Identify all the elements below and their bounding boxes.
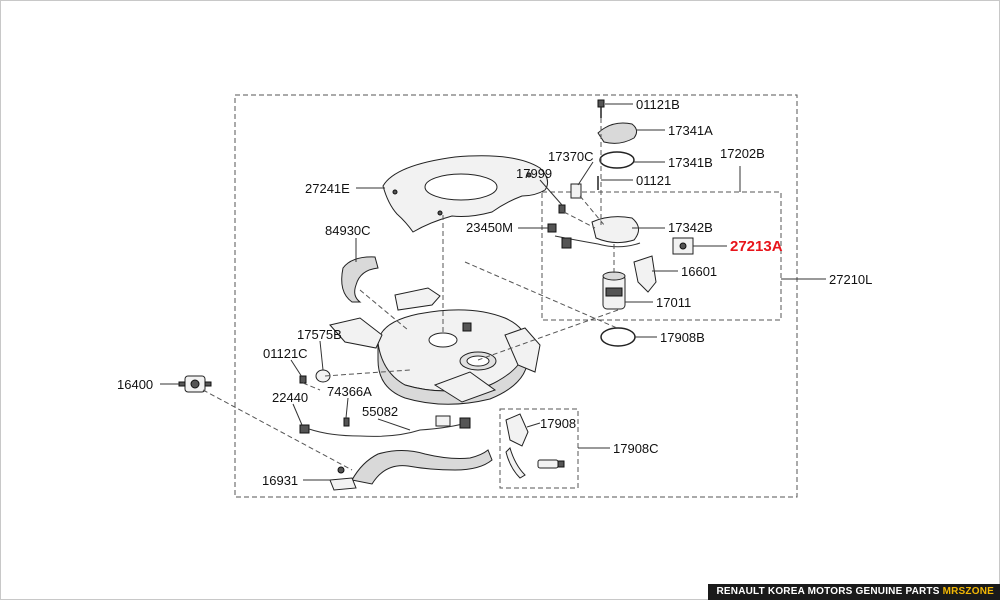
heat-shield-hole bbox=[424, 173, 498, 201]
part-label-17202B[interactable]: 17202B bbox=[720, 146, 765, 161]
harness-connector bbox=[561, 237, 572, 249]
part-label-17341A[interactable]: 17341A bbox=[668, 123, 713, 138]
part-label-01121C[interactable]: 01121C bbox=[263, 346, 308, 361]
fitting-17370C[interactable] bbox=[570, 183, 582, 199]
harness-connector bbox=[547, 223, 557, 233]
pump-gasket[interactable] bbox=[600, 327, 636, 347]
assembly-box-27210L bbox=[234, 94, 798, 498]
part-label-27213A-highlighted[interactable]: 27213A bbox=[730, 238, 783, 255]
leader-01121C bbox=[290, 359, 303, 378]
connector-55082 bbox=[459, 417, 471, 429]
screw-01121B[interactable] bbox=[597, 99, 605, 108]
grommet-74366A[interactable] bbox=[343, 417, 350, 427]
clip-17999[interactable] bbox=[558, 204, 566, 214]
guide-line bbox=[579, 195, 606, 227]
fuel-pump-top bbox=[602, 271, 626, 281]
tank-bracket-right bbox=[504, 327, 541, 373]
part-label-17908B[interactable]: 17908B bbox=[660, 330, 705, 345]
watermark-site: MRSZONE bbox=[942, 586, 994, 597]
guide-line bbox=[464, 261, 618, 329]
guide-line bbox=[302, 382, 321, 391]
part-label-27241E[interactable]: 27241E bbox=[305, 181, 350, 196]
heat-shield-rivet bbox=[526, 172, 532, 178]
part-label-17999[interactable]: 17999 bbox=[516, 166, 552, 181]
leader-17999 bbox=[539, 179, 563, 206]
sender-element bbox=[679, 242, 687, 250]
filler-hose[interactable] bbox=[351, 449, 493, 485]
part-label-17908[interactable]: 17908 bbox=[540, 416, 576, 431]
leader-17908 bbox=[526, 422, 541, 428]
tank-clip bbox=[462, 322, 472, 332]
part-label-74366A[interactable]: 74366A bbox=[327, 384, 372, 399]
guide-line bbox=[477, 309, 619, 361]
tank-sender-opening bbox=[428, 332, 458, 348]
leader-74366A bbox=[345, 397, 349, 419]
part-label-16601[interactable]: 16601 bbox=[681, 264, 717, 279]
connector-22440[interactable] bbox=[299, 424, 310, 434]
insulation-pad[interactable] bbox=[341, 256, 379, 303]
fuel-filter-outlet bbox=[204, 381, 212, 387]
heat-shield-rivet bbox=[392, 189, 398, 195]
pump-flange[interactable] bbox=[591, 216, 639, 244]
part-label-22440[interactable]: 22440 bbox=[272, 390, 308, 405]
part-label-16400[interactable]: 16400 bbox=[117, 377, 153, 392]
tank-pump-opening-inner bbox=[466, 355, 490, 367]
part-label-17908C[interactable]: 17908C bbox=[613, 441, 659, 456]
part-label-84930C[interactable]: 84930C bbox=[325, 223, 371, 238]
pump-cover[interactable] bbox=[597, 122, 638, 144]
hose-clip bbox=[337, 466, 345, 474]
guide-line bbox=[563, 211, 596, 229]
part-label-17342B[interactable]: 17342B bbox=[668, 220, 713, 235]
pump-bracket[interactable] bbox=[633, 255, 657, 293]
watermark-text: RENAULT KOREA MOTORS GENUINE PARTS bbox=[716, 586, 940, 597]
part-label-27210L[interactable]: 27210L bbox=[829, 272, 872, 287]
part-label-17011[interactable]: 17011 bbox=[656, 295, 691, 310]
valve-hose bbox=[505, 447, 526, 479]
guide-line bbox=[359, 289, 409, 331]
valve-tip bbox=[557, 460, 565, 468]
tank-bracket-upper bbox=[394, 287, 441, 311]
check-valve-body[interactable] bbox=[505, 413, 529, 447]
guide-line bbox=[202, 389, 353, 471]
part-label-16931[interactable]: 16931 bbox=[262, 473, 298, 488]
bolt-01121C[interactable] bbox=[299, 375, 307, 384]
part-label-23450M[interactable]: 23450M bbox=[466, 220, 513, 235]
part-label-01121B[interactable]: 01121B bbox=[636, 97, 680, 112]
wire-harness bbox=[308, 421, 471, 437]
tank-bracket-lower bbox=[433, 371, 497, 403]
part-label-55082[interactable]: 55082 bbox=[362, 404, 398, 419]
heat-shield-rivet bbox=[437, 210, 443, 216]
bracket-55082[interactable] bbox=[435, 415, 451, 427]
fuel-pump-band bbox=[605, 287, 623, 297]
part-label-01121[interactable]: 01121 bbox=[636, 173, 671, 188]
leader-22440 bbox=[292, 403, 303, 426]
part-label-17575B[interactable]: 17575B bbox=[297, 327, 342, 342]
part-label-17341B[interactable]: 17341B bbox=[668, 155, 713, 170]
leader-55082 bbox=[377, 418, 411, 431]
leader-17370C bbox=[577, 161, 594, 186]
filler-hose-end bbox=[329, 477, 357, 491]
fuel-filter-port bbox=[190, 379, 200, 389]
guide-line bbox=[324, 369, 411, 377]
leader-17575B bbox=[319, 340, 324, 371]
valve-17908[interactable] bbox=[537, 459, 559, 469]
assembly-box-17908C bbox=[499, 408, 579, 489]
tank-bracket-left bbox=[329, 317, 383, 349]
part-label-17370C[interactable]: 17370C bbox=[548, 149, 594, 164]
cover-gasket[interactable] bbox=[599, 151, 635, 169]
